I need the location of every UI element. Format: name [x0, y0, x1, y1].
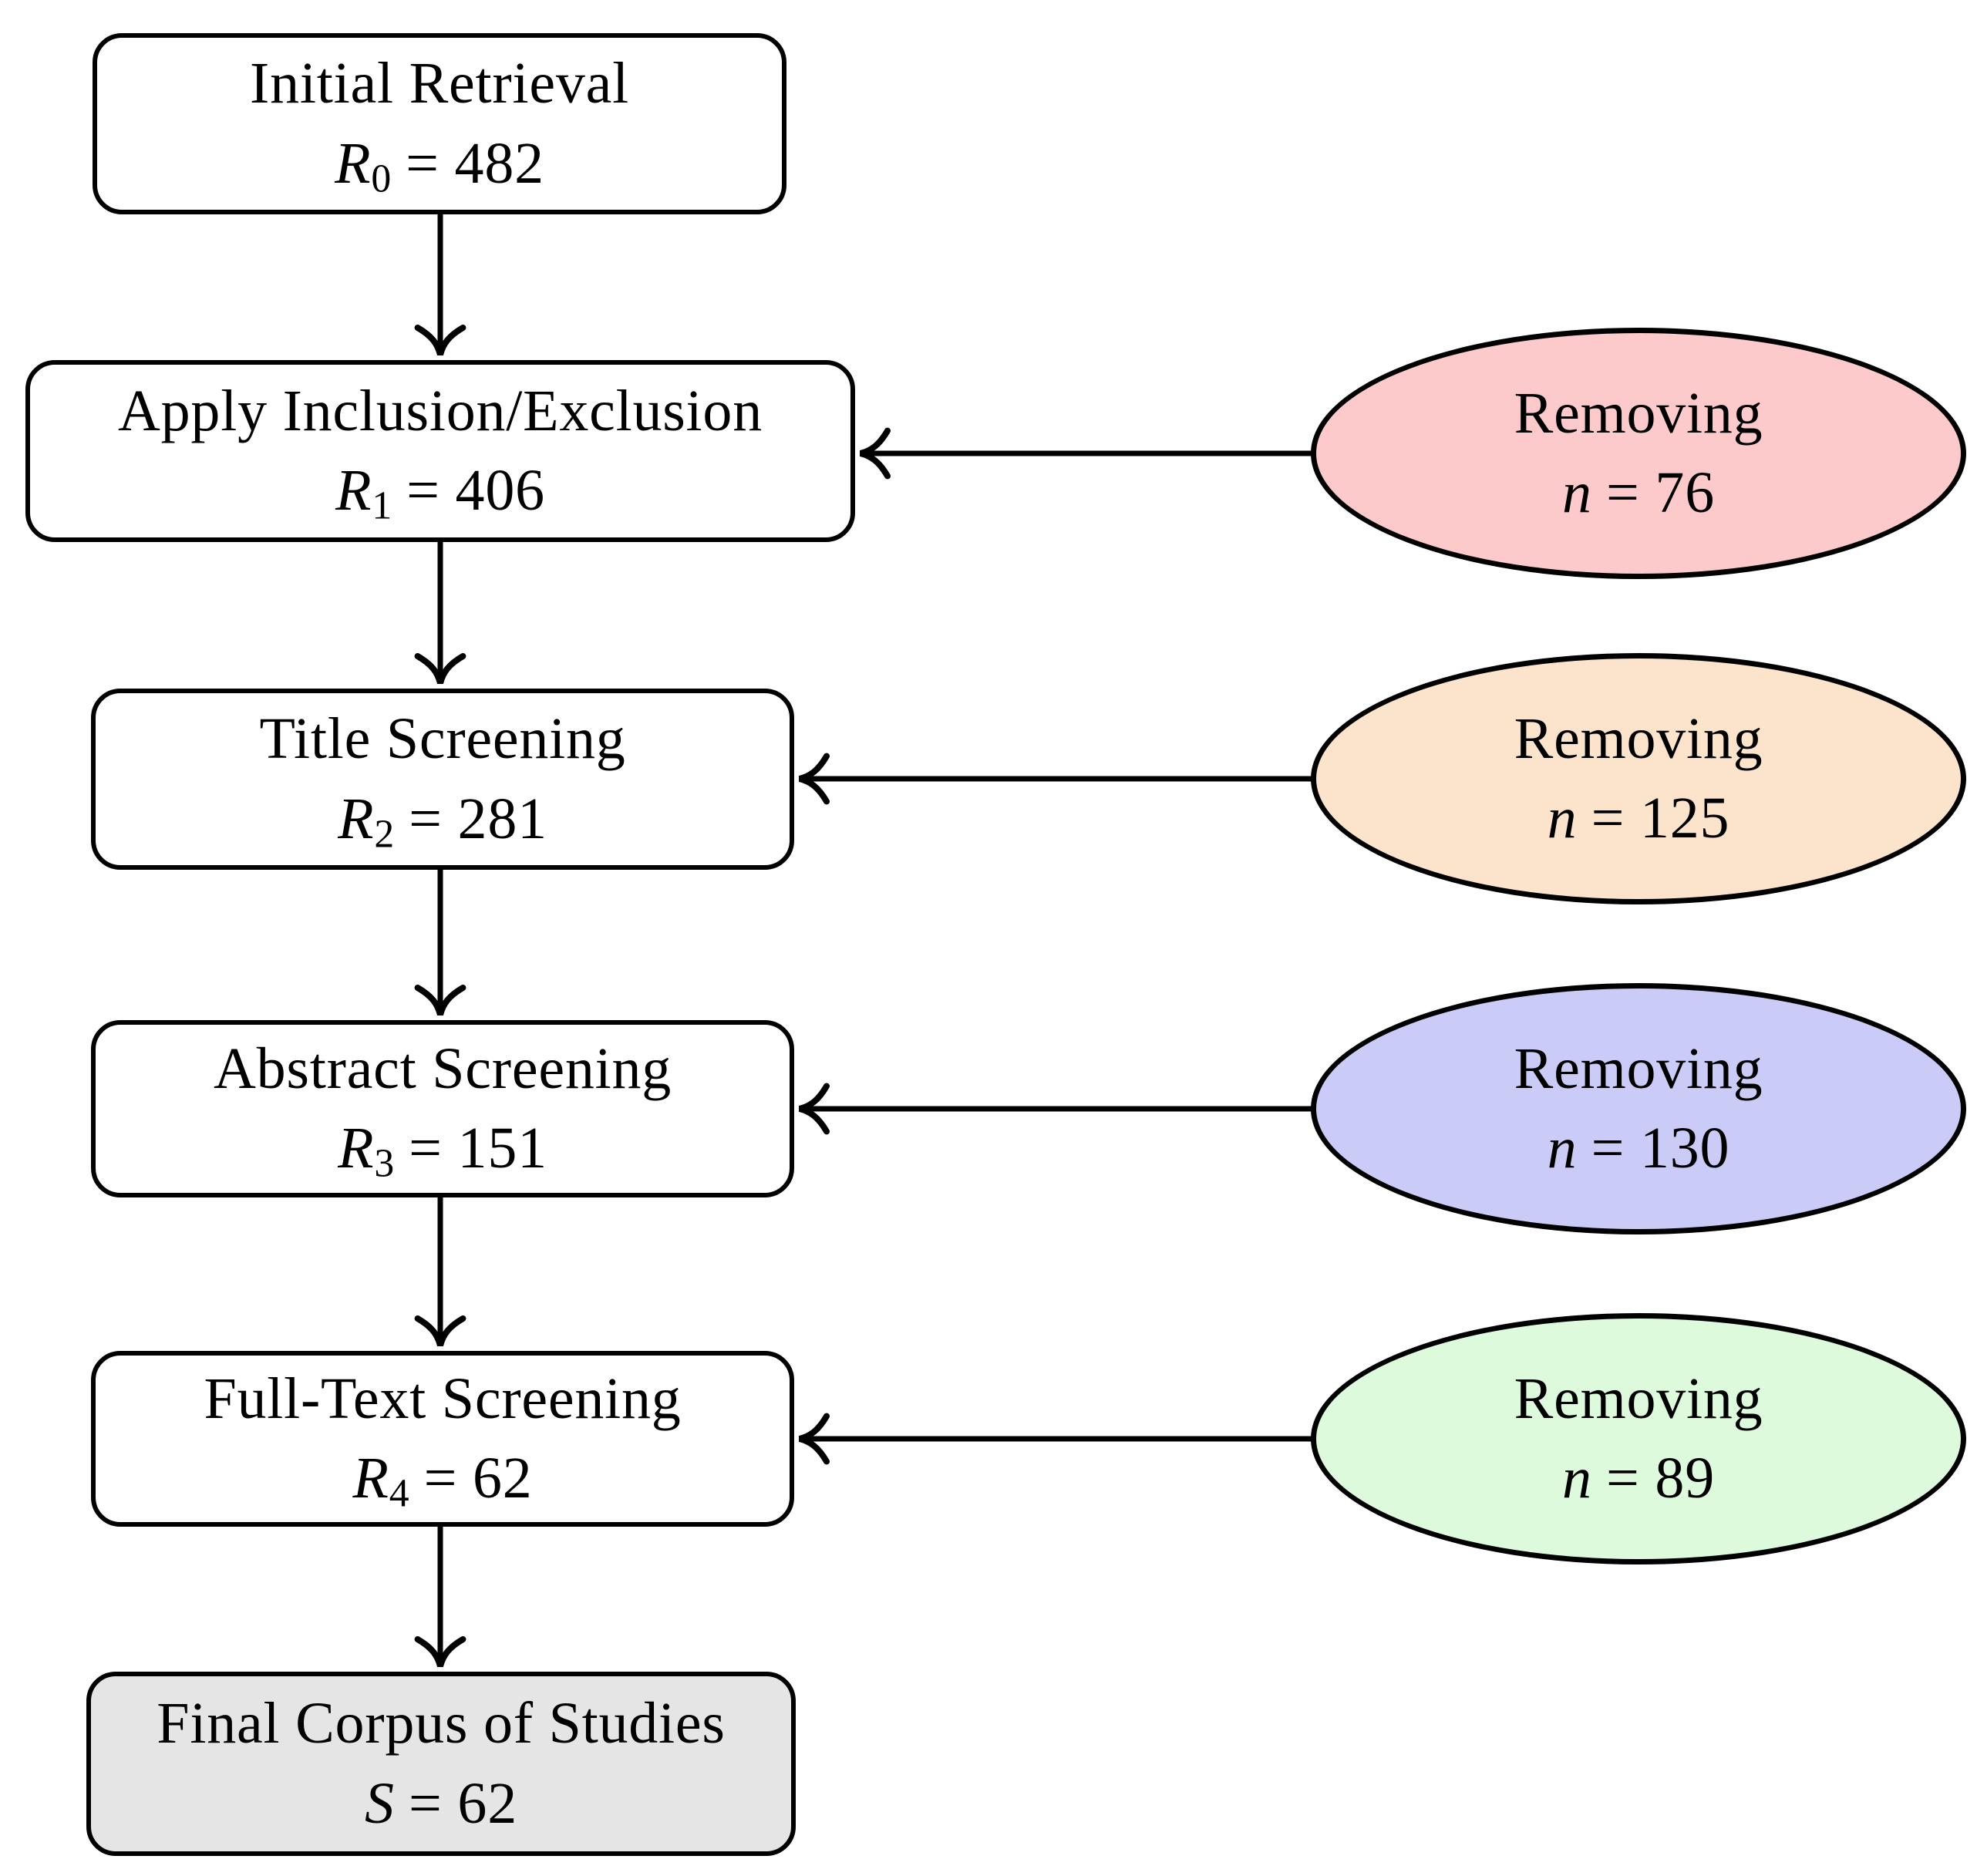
node-label: Apply Inclusion/Exclusion	[118, 378, 763, 443]
node-final-corpus: Final Corpus of Studies S= 62	[86, 1672, 796, 1856]
node-label: Title Screening	[259, 706, 626, 772]
ellipse-removal-1: Removing n= 76	[1311, 328, 1966, 579]
node-formula: R3= 151	[338, 1116, 547, 1186]
node-formula: R2= 281	[338, 786, 547, 856]
removal-formula: n= 125	[1547, 786, 1730, 850]
node-formula: R0= 482	[335, 130, 544, 200]
node-label: Initial Retrieval	[250, 51, 629, 116]
ellipse-removal-2: Removing n= 125	[1311, 653, 1966, 904]
node-abstract-screening: Abstract Screening R3= 151	[91, 1020, 794, 1197]
node-apply-inclusion-exclusion: Apply Inclusion/Exclusion R1= 406	[25, 360, 855, 542]
removal-formula: n= 130	[1547, 1116, 1730, 1180]
node-formula: R4= 62	[352, 1446, 533, 1516]
node-formula: S= 62	[365, 1770, 517, 1836]
node-full-text-screening: Full-Text Screening R4= 62	[91, 1351, 794, 1527]
ellipse-removal-3: Removing n= 130	[1311, 983, 1966, 1234]
node-initial-retrieval: Initial Retrieval R0= 482	[93, 33, 786, 214]
node-label: Abstract Screening	[213, 1036, 672, 1101]
node-formula: R1= 406	[335, 458, 545, 528]
removal-formula: n= 76	[1562, 460, 1715, 525]
ellipse-removal-4: Removing n= 89	[1311, 1313, 1966, 1564]
removal-label: Removing	[1514, 1366, 1763, 1431]
removal-label: Removing	[1514, 706, 1763, 771]
removal-label: Removing	[1514, 1036, 1763, 1101]
removal-formula: n= 89	[1562, 1446, 1715, 1511]
node-label: Final Corpus of Studies	[157, 1691, 726, 1756]
removal-label: Removing	[1514, 380, 1763, 446]
node-title-screening: Title Screening R2= 281	[91, 689, 794, 870]
node-label: Full-Text Screening	[204, 1366, 682, 1431]
